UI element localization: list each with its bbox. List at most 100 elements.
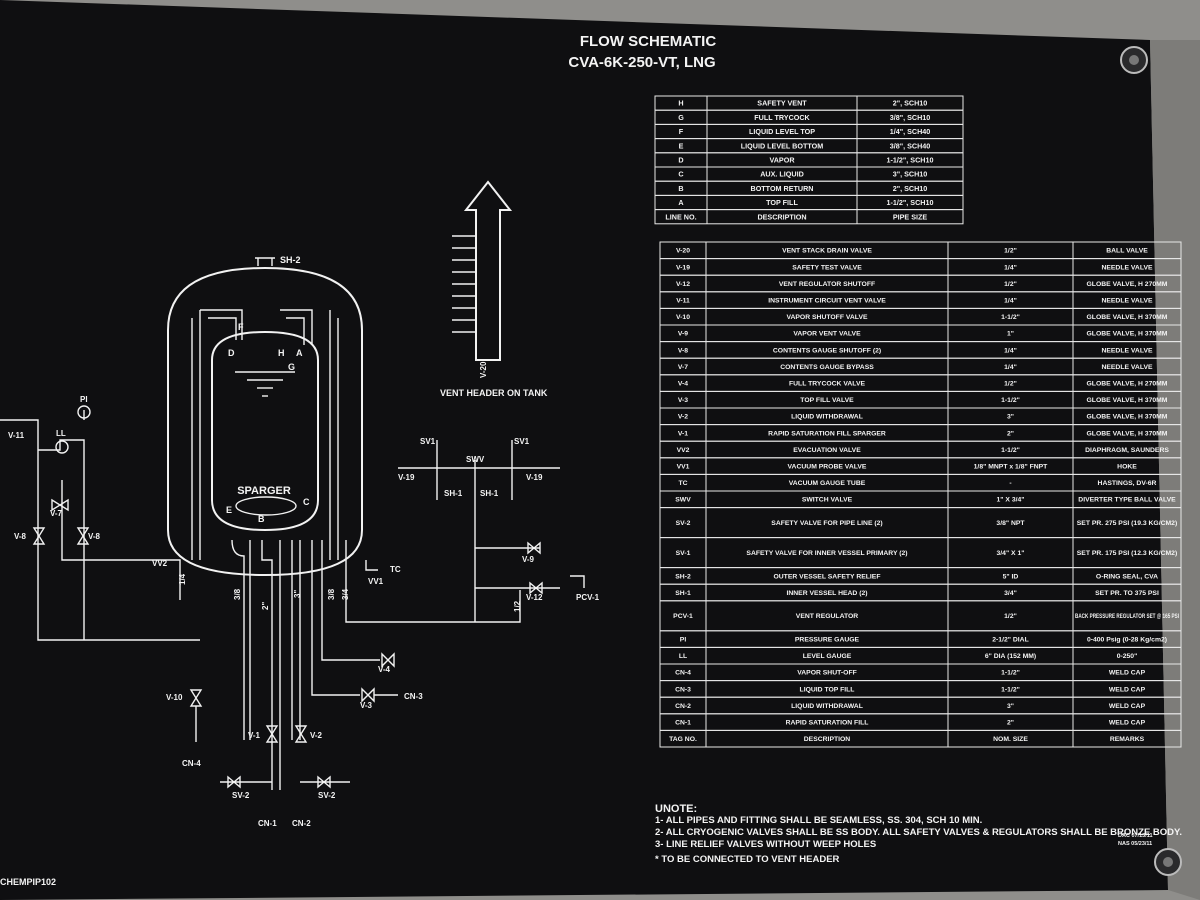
table-cell: GLOBE VALVE, H 370MM — [1087, 314, 1168, 321]
table-cell: 1/4", SCH40 — [890, 127, 931, 136]
table-cell: V-4 — [678, 381, 688, 388]
relief-risers — [436, 440, 513, 500]
table-cell: 1-1/2" — [1001, 686, 1020, 693]
table-cell: 3/4" — [1004, 590, 1017, 597]
note-line: 3- LINE RELIEF VALVES WITHOUT WEEP HOLES — [655, 839, 876, 850]
table-cell: HOKE — [1117, 464, 1137, 471]
table-cell: V-8 — [678, 347, 688, 354]
table-cell: V-11 — [676, 298, 690, 305]
table-cell: 1/4" — [1004, 364, 1017, 371]
valve-v2-symbol — [294, 725, 308, 743]
inner-vessel — [211, 330, 319, 532]
notes-block: UNOTE: 1- ALL PIPES AND FITTING SHALL BE… — [655, 803, 1182, 865]
table-cell: V-7 — [678, 364, 688, 371]
port-label: B — [258, 514, 265, 524]
table-cell: BACK PRESSURE REGULATOR SET @ 165 PSI — [1075, 613, 1179, 620]
table-cell: GLOBE VALVE, H 370MM — [1087, 414, 1168, 421]
pipe-vent-out — [345, 540, 521, 623]
pipe-right-vertical — [329, 310, 339, 560]
table-cell: RAPID SATURATION FILL SPARGER — [768, 430, 886, 437]
table-cell: E — [679, 141, 684, 150]
table-cell: DIAPHRAGM, SAUNDERS — [1085, 447, 1169, 454]
pipe-top-fill-out — [311, 540, 360, 696]
pipe-size-label: 1/2 — [513, 600, 522, 612]
table-cell: 3/4" X 1" — [997, 550, 1025, 557]
table-cell: NEEDLE VALVE — [1101, 347, 1153, 354]
tag-v9: V-9 — [522, 555, 535, 564]
sparger-ring — [235, 496, 297, 516]
table-cell: CONTENTS GAUGE SHUTOFF (2) — [773, 347, 881, 354]
pipe-size-label: 2" — [261, 602, 270, 610]
tag-swv: SWV — [466, 455, 485, 464]
table-cell: 1-1/2" — [1001, 670, 1020, 677]
black-plate — [0, 0, 1168, 900]
table-cell: 1/8" MNPT x 1/8" FNPT — [974, 464, 1049, 471]
pipe-d-f — [200, 309, 243, 340]
tag-vv1: VV1 — [368, 577, 384, 586]
table-cell: 1/4" — [1004, 298, 1017, 305]
pipe-h-a — [280, 309, 313, 345]
table-cell: 3/8" NPT — [996, 520, 1025, 527]
table-cell: BOTTOM RETURN — [751, 184, 814, 193]
table-cell: HASTINGS, DV-6R — [1098, 480, 1157, 487]
table-cell: 2", SCH10 — [893, 184, 928, 193]
tag-sh1: SH-1 — [480, 489, 499, 498]
pipe-size-label: 1/4 — [178, 573, 187, 585]
port-label: A — [296, 348, 303, 358]
note-footnote: * TO BE CONNECTED TO VENT HEADER — [655, 854, 840, 865]
sparger-label: SPARGER — [237, 485, 291, 497]
notes-heading: UNOTE: — [655, 803, 697, 815]
sh2-relief-symbol — [255, 257, 275, 266]
table-cell: TOP FILL — [766, 198, 798, 207]
table-cell: SV-2 — [676, 520, 691, 527]
bolt-bottom-right — [1154, 848, 1182, 876]
table-cell: PRESSURE GAUGE — [795, 637, 860, 644]
outer-vessel — [167, 266, 363, 577]
table-cell: 2" — [1007, 720, 1014, 727]
valve-v8-symbol — [76, 527, 90, 545]
table-cell: 1-1/2", SCH10 — [887, 198, 934, 207]
table-cell: SAFETY VENT — [757, 99, 807, 108]
table-cell: 1" — [1007, 331, 1014, 338]
pipe-size-label: 3" — [293, 590, 302, 598]
table-cell: - — [1009, 480, 1011, 487]
table-cell: CONTENTS GAUGE BYPASS — [780, 364, 874, 371]
port-label: E — [226, 505, 232, 515]
table-cell: WELD CAP — [1109, 703, 1146, 710]
table-cell: SV-1 — [676, 550, 691, 557]
table-cell: V-12 — [676, 281, 690, 288]
valve-v9-symbol — [527, 541, 541, 555]
table-cell: A — [678, 198, 683, 207]
table-cell: VACUUM GAUGE TUBE — [789, 480, 866, 487]
table-cell: CN-1 — [675, 720, 691, 727]
table-cell: 2-1/2" DIAL — [992, 637, 1028, 644]
table-cell: 2", SCH10 — [893, 99, 928, 108]
tag-cn2: CN-2 — [292, 819, 311, 828]
table-cell: NOM. SIZE — [993, 736, 1028, 743]
valve-v10-symbol — [189, 689, 203, 742]
valve-v8-symbol — [32, 527, 46, 545]
tag-sv1: SV1 — [514, 437, 530, 446]
signoff-line: NAS 05/23/11 — [1118, 841, 1152, 847]
table-cell: DIVERTER TYPE BALL VALVE — [1078, 497, 1176, 504]
table-cell: PIPE SIZE — [893, 212, 928, 221]
table-cell: VENT REGULATOR SHUTOFF — [779, 281, 875, 288]
tag-v8: V-8 — [88, 532, 101, 541]
table-cell: BALL VALVE — [1106, 248, 1148, 255]
table-cell: 6" DIA (152 MM) — [985, 653, 1036, 660]
table-cell: VENT STACK DRAIN VALVE — [782, 248, 872, 255]
table-cell: CN-4 — [675, 670, 691, 677]
table-cell: TC — [678, 480, 687, 487]
tag-v2: V-2 — [310, 731, 323, 740]
table-cell: V-19 — [676, 264, 690, 271]
table-cell: 3" — [1007, 414, 1014, 421]
table-cell: VAPOR VENT VALVE — [793, 331, 861, 338]
table-cell: 1-1/2" — [1001, 397, 1020, 404]
tag-sv2: SV-2 — [318, 791, 336, 800]
tag-v4: V-4 — [378, 665, 391, 674]
vacuum-probe-line — [365, 560, 378, 571]
